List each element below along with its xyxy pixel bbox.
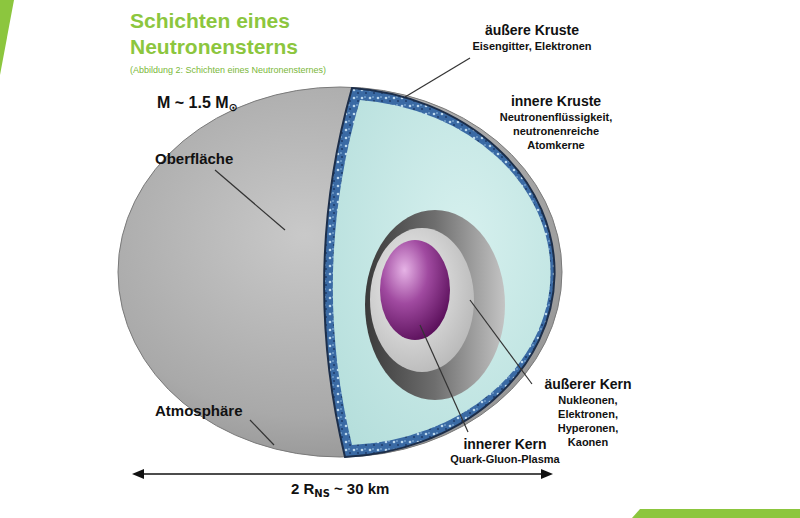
layer-label: innerer Kern <box>435 436 575 452</box>
layer-label: Eisengitter, Elektronen <box>447 39 617 53</box>
layer-label: Atmosphäre <box>155 402 243 420</box>
mass-label: M ~ 1.5 M⊙ <box>157 94 238 112</box>
subscript-text: ⊙ <box>229 101 238 114</box>
layer-label: Quark-Gluon-Plasma <box>435 452 575 466</box>
layer-label: innere Kruste <box>486 93 626 110</box>
label-text: ~ 30 km <box>334 480 389 497</box>
layer-label: Oberfläche <box>155 150 233 168</box>
layer-label: Neutronenflüssigkeit, neutronenreiche At… <box>486 110 626 152</box>
layer-label: äußerer Kern <box>533 376 643 393</box>
label-text: 2 R <box>291 480 314 497</box>
diagram-title: Schichten eines Neutronensterns <box>130 8 330 60</box>
subscript-text: NS <box>314 488 330 499</box>
layer-label: Nukleonen, Elektronen, Hyperonen, Kaonen <box>548 393 628 449</box>
diagram-caption: (Abbildung 2: Schichten eines Neutronens… <box>130 64 326 76</box>
label-text: M ~ 1.5 M <box>157 94 229 112</box>
diameter-label: 2 RNS ~ 30 km <box>291 480 389 497</box>
layer-label: äußere Kruste <box>447 22 617 39</box>
